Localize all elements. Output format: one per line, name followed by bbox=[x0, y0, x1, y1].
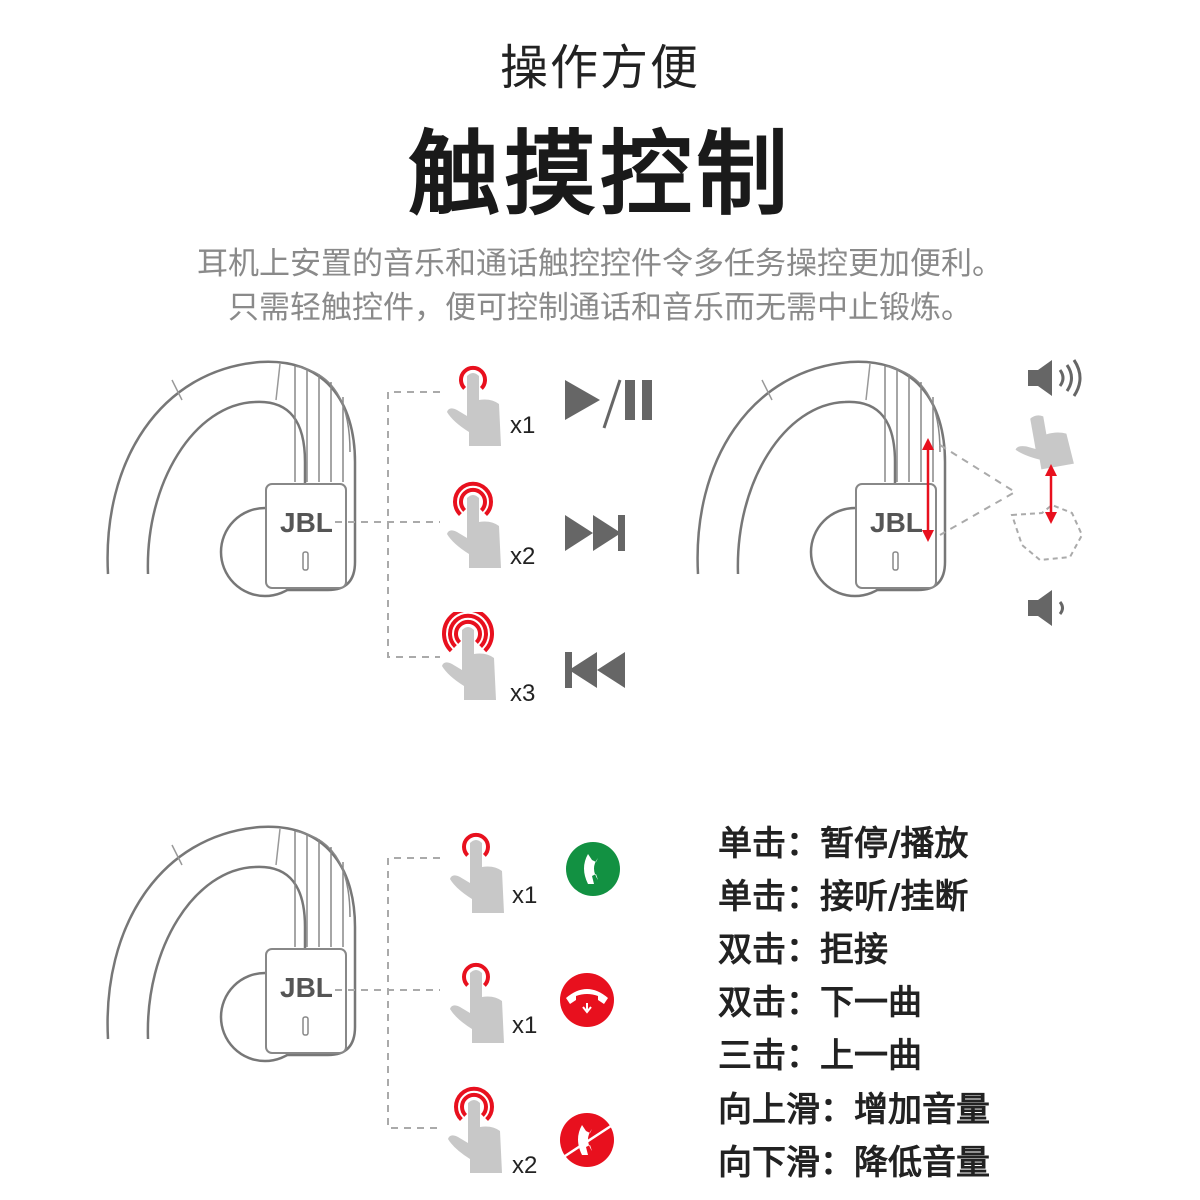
tap-ring bbox=[442, 612, 494, 653]
tap-ring bbox=[462, 832, 490, 857]
tap-ring bbox=[454, 1086, 494, 1122]
legend-result: 下一曲 bbox=[820, 983, 922, 1023]
connector-lines-volume bbox=[939, 444, 1017, 536]
tap-ring bbox=[459, 365, 487, 390]
tap-hand-icon bbox=[450, 832, 504, 913]
play-pause-icon bbox=[565, 379, 652, 429]
swipe-hand-icon bbox=[1010, 410, 1074, 474]
legend-action: 向下滑： bbox=[718, 1143, 854, 1183]
legend-result: 接听/挂断 bbox=[820, 877, 969, 917]
legend-action: 双击： bbox=[718, 930, 820, 970]
reject-call-icon bbox=[560, 1113, 615, 1167]
swipe-arrow-vertical bbox=[1045, 464, 1057, 524]
hand-shape bbox=[447, 495, 501, 568]
legend-action: 三击： bbox=[718, 1036, 820, 1076]
tap-ring bbox=[460, 1092, 488, 1117]
legend-action: 向上滑： bbox=[718, 1090, 854, 1130]
hand-shape bbox=[448, 1100, 502, 1173]
earphone-illustration-music bbox=[106, 360, 357, 598]
volume-up-icon bbox=[1028, 359, 1082, 397]
earphone-illustration-calls bbox=[106, 825, 357, 1063]
connector-lines-music bbox=[335, 391, 440, 658]
hang-up-icon bbox=[560, 973, 614, 1027]
hand-shape bbox=[450, 840, 504, 913]
tap-hand-icon bbox=[448, 1086, 502, 1173]
legend-row: 三击：上一曲 bbox=[718, 1028, 922, 1077]
legend-action: 双击： bbox=[718, 983, 820, 1023]
description-line-1: 耳机上安置的音乐和通话触控控件令多任务操控更加便利。 bbox=[197, 246, 1003, 282]
legend-row: 向下滑：降低音量 bbox=[718, 1135, 990, 1184]
swipe-arrow-earphone bbox=[922, 438, 934, 542]
tap-ring bbox=[453, 481, 493, 517]
page-title: 触摸控制 bbox=[407, 121, 792, 228]
tap-hand-icon bbox=[450, 962, 504, 1043]
connector-lines-calls bbox=[335, 857, 440, 1129]
tap-count-label: x2 bbox=[512, 1152, 538, 1179]
legend-result: 暂停/播放 bbox=[820, 824, 969, 864]
description-line-2: 只需轻触控件，便可控制通话和音乐而无需中止锻炼。 bbox=[228, 290, 972, 326]
legend-row: 双击：拒接 bbox=[718, 922, 888, 971]
legend-action: 单击： bbox=[718, 877, 820, 917]
legend-row: 向上滑：增加音量 bbox=[718, 1082, 990, 1131]
tap-ring bbox=[459, 487, 487, 512]
tap-ring bbox=[454, 619, 482, 644]
tap-hand-icon bbox=[447, 365, 501, 446]
tap-count-label: x1 bbox=[510, 412, 536, 439]
earphone-illustration-volume bbox=[696, 360, 947, 598]
hand-shape bbox=[442, 627, 496, 700]
volume-down-icon bbox=[1028, 590, 1064, 626]
legend-action: 单击： bbox=[718, 824, 820, 864]
next-track-icon bbox=[565, 515, 625, 551]
tap-count-label: x1 bbox=[512, 882, 538, 909]
tap-ring bbox=[462, 962, 490, 987]
tap-count-label: x3 bbox=[510, 680, 536, 707]
previous-track-icon bbox=[565, 652, 625, 688]
tap-hand-icon bbox=[447, 481, 501, 568]
tap-count-label: x1 bbox=[512, 1012, 538, 1039]
tap-hand-icon bbox=[442, 612, 496, 700]
tap-ring bbox=[448, 613, 488, 649]
tap-count-label: x2 bbox=[510, 543, 536, 570]
hand-shape bbox=[450, 970, 504, 1043]
hand-shape bbox=[447, 373, 501, 446]
legend-row: 双击：下一曲 bbox=[718, 975, 922, 1024]
legend-result: 拒接 bbox=[820, 930, 888, 970]
legend-result: 增加音量 bbox=[854, 1090, 990, 1130]
answer-call-icon bbox=[566, 842, 620, 896]
legend-row: 单击：接听/挂断 bbox=[718, 869, 968, 918]
page-subtitle: 操作方便 bbox=[499, 40, 700, 96]
legend-result: 上一曲 bbox=[820, 1036, 922, 1076]
legend-row: 单击：暂停/播放 bbox=[718, 816, 968, 865]
legend-result: 降低音量 bbox=[854, 1143, 990, 1183]
